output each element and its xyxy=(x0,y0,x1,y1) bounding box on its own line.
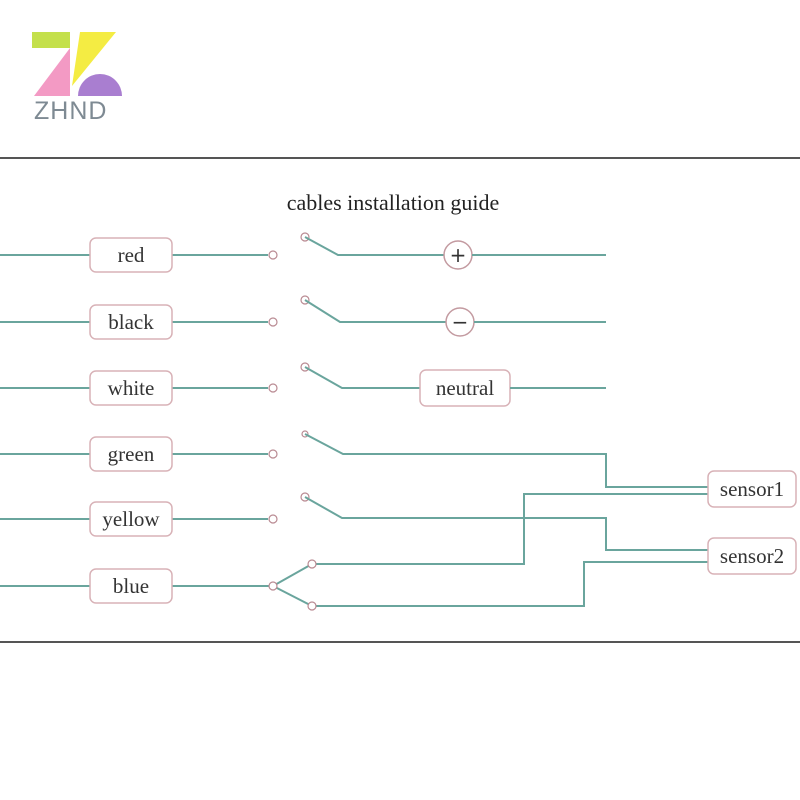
wire-label-black: black xyxy=(108,310,154,334)
sensor1-terminal: sensor1 xyxy=(707,470,797,508)
wire-row-green: green xyxy=(0,430,708,488)
wire-label-white: white xyxy=(108,376,155,400)
logo-yellow-shape xyxy=(72,32,116,86)
wire-row-white: white neutral xyxy=(0,362,606,407)
wire-label-box-black xyxy=(89,304,173,340)
sensor1-label: sensor1 xyxy=(720,477,784,501)
neutral-terminal-label: neutral xyxy=(436,376,494,400)
wire-row-yellow: yellow xyxy=(0,492,708,551)
wire-label-green: green xyxy=(108,442,155,466)
logo-green-shape xyxy=(32,32,70,48)
junction-terminal xyxy=(268,581,278,591)
terminal-open xyxy=(268,514,278,524)
logo-text: ZHND xyxy=(34,97,108,125)
wire-label-box-yellow xyxy=(89,501,173,537)
wire-label-box-blue xyxy=(89,568,173,604)
logo-purple-shape xyxy=(78,74,122,96)
diagram-title: cables installation guide xyxy=(287,190,500,215)
terminal-open xyxy=(268,317,278,327)
wire-label-box-red xyxy=(89,237,173,273)
wire-label-box-white xyxy=(89,370,173,406)
wire-label-blue: blue xyxy=(113,574,149,598)
terminal-open xyxy=(268,250,278,260)
wire-row-blue: blue xyxy=(0,493,708,611)
sensor2-box xyxy=(707,537,797,575)
wire-label-box-green xyxy=(89,436,173,472)
negative-symbol: − xyxy=(452,310,469,334)
wire-row-black: black − xyxy=(0,295,606,340)
wire-label-yellow: yellow xyxy=(102,507,160,531)
zhnd-logo xyxy=(32,32,122,96)
sensor2-terminal: sensor2 xyxy=(707,537,797,575)
branch-terminal-upper xyxy=(307,559,317,569)
terminal-open xyxy=(268,383,278,393)
sensor1-box xyxy=(707,470,797,508)
wire-label-red: red xyxy=(118,243,145,267)
logo-pink-shape xyxy=(34,48,70,96)
wire-row-red: red + xyxy=(0,232,606,273)
branch-terminal-lower xyxy=(307,601,317,611)
sensor2-label: sensor2 xyxy=(720,544,784,568)
terminal-open xyxy=(268,449,278,459)
positive-symbol: + xyxy=(450,243,467,267)
